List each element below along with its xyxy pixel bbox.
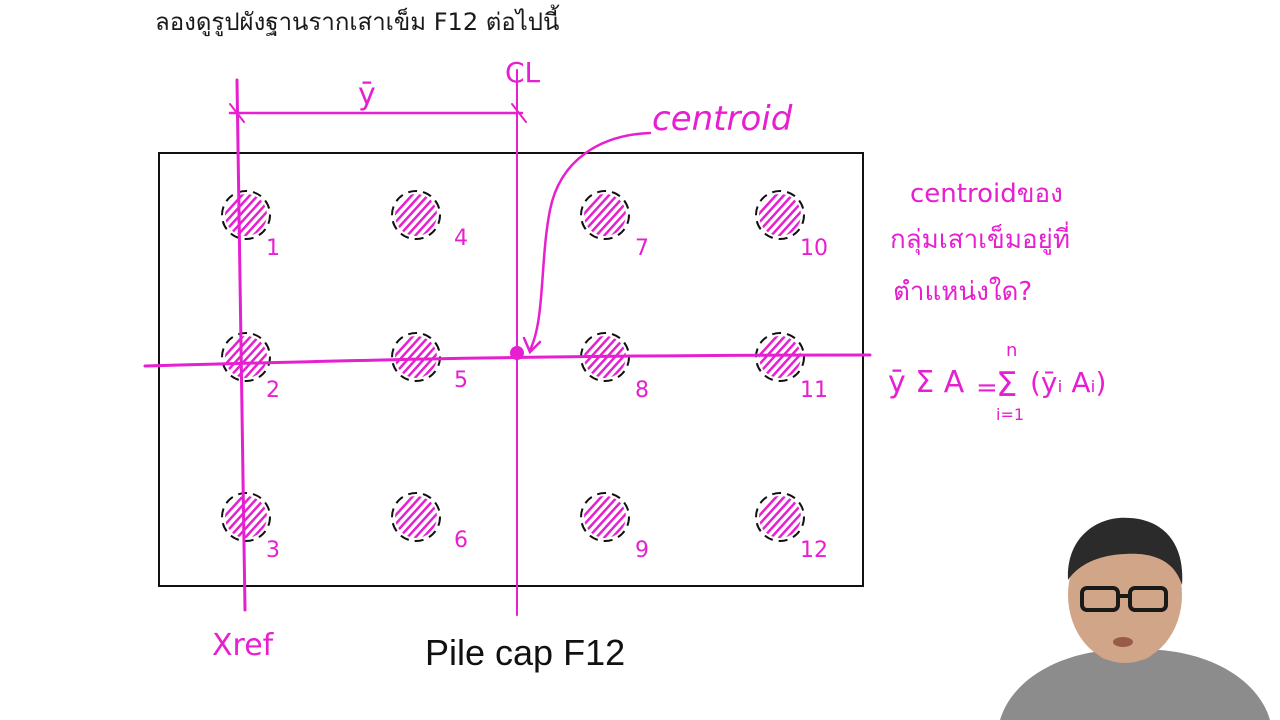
pile-hatch (759, 496, 801, 538)
pile-cap-outline (158, 152, 864, 587)
pile: 12 (755, 492, 828, 563)
question-line-1: centroidของ (910, 179, 1063, 209)
pile-label: 12 (800, 538, 828, 563)
pile: 10 (755, 190, 828, 261)
formula-term: (ȳᵢ Aᵢ) (1030, 366, 1106, 399)
centroid-point (510, 346, 524, 360)
centerline-mark: CL (505, 56, 541, 89)
presenter-hair (1067, 517, 1183, 585)
pile-hatch (759, 194, 801, 236)
pile-outline (755, 492, 805, 542)
pile: 7 (580, 190, 649, 261)
presenter-shirt (1000, 650, 1270, 720)
glasses-left-lens (1080, 586, 1120, 612)
formula-sigma: Σ (996, 365, 1017, 405)
pile-hatch (225, 336, 267, 378)
pile: 9 (580, 492, 649, 563)
pile: 2 (221, 332, 280, 403)
pile-hatch (395, 336, 437, 378)
x-ref-line (235, 78, 247, 612)
glasses-right-lens (1128, 586, 1168, 612)
pile: 4 (391, 190, 468, 251)
slide-heading: ลองดูรูปผังฐานรากเสาเข็ม F12 ต่อไปนี้ (155, 8, 560, 36)
y-bar-label: ȳ (358, 77, 376, 112)
pile-outline (580, 190, 630, 240)
presenter-video (1000, 517, 1270, 720)
pile-hatch (759, 336, 801, 378)
centroid-axis-line (143, 353, 872, 368)
pile-outline (391, 190, 441, 240)
pile-outline (221, 492, 271, 542)
pile-outline (755, 190, 805, 240)
question-line-3: ตำแหน่งใด? (893, 277, 1032, 307)
pile: 8 (580, 332, 649, 403)
pile-label: 10 (800, 236, 828, 261)
pile-outline (755, 332, 805, 382)
dimension-tick-right (511, 103, 527, 123)
pile: 11 (755, 332, 828, 403)
centroid-label: centroid (652, 99, 793, 139)
pile-label: 7 (635, 236, 649, 261)
dimension-tick-left (229, 103, 245, 123)
pile-label: 1 (266, 236, 280, 261)
pile-label: 9 (635, 538, 649, 563)
pile-outline (221, 190, 271, 240)
formula-equals: = (976, 373, 998, 403)
pile: 5 (391, 332, 468, 393)
pile-hatch (584, 496, 626, 538)
diagram-caption: Pile cap F12 (425, 632, 626, 673)
pile: 1 (221, 190, 280, 261)
pile-label: 4 (454, 226, 468, 251)
pile-hatch (584, 194, 626, 236)
formula-lower-limit: i=1 (996, 405, 1024, 424)
pile-outline (391, 492, 441, 542)
pile-hatch (395, 194, 437, 236)
pile-hatch (395, 496, 437, 538)
question-line-2: กลุ่มเสาเข็มอยู่ที่ (890, 221, 1070, 255)
formula-lhs: ȳ Σ A (888, 365, 965, 400)
pile-label: 2 (266, 378, 280, 403)
pile-label: 3 (266, 538, 280, 563)
pile-label: 6 (454, 528, 468, 553)
x-ref-label: Xref (212, 628, 275, 663)
pile-label: 5 (454, 368, 468, 393)
presenter-mouth (1113, 637, 1133, 647)
pile-outline (580, 492, 630, 542)
formula-upper-limit: n (1006, 340, 1017, 361)
centroid-pointer-arrow (528, 131, 652, 352)
pile-label: 11 (800, 378, 828, 403)
pile-outline (391, 332, 441, 382)
pile-outline (221, 332, 271, 382)
pile: 6 (391, 492, 468, 553)
pile-label: 8 (635, 378, 649, 403)
pile-hatch (225, 194, 267, 236)
arrow-head (522, 336, 542, 355)
